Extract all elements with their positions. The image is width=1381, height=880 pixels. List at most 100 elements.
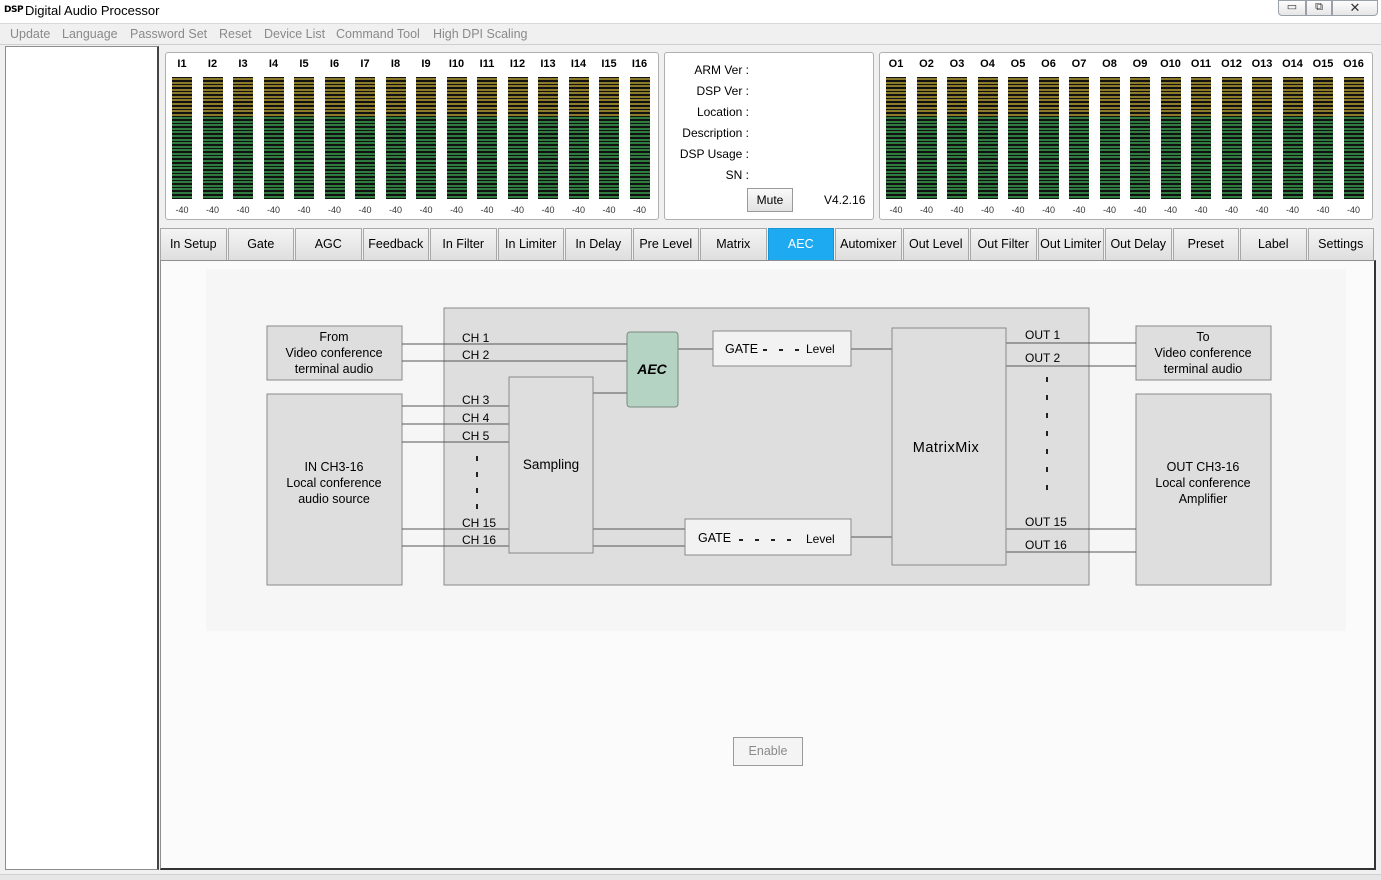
app-logo: DSP [4, 5, 24, 15]
out16-label: OUT 16 [1025, 538, 1067, 552]
ch1-label: CH 1 [462, 331, 490, 345]
input-channel-label: I2 [207, 58, 218, 70]
output-channel-label: O11 [1190, 58, 1212, 70]
menu-password-set[interactable]: Password Set [130, 27, 208, 41]
minimize-button[interactable]: ▭ [1278, 0, 1306, 16]
input-channel-label: I4 [268, 58, 279, 70]
input-channel-label: I8 [390, 58, 401, 70]
sampling-block: Sampling [508, 376, 594, 554]
output-level-meter [1191, 77, 1211, 199]
input-channel-label: I15 [601, 58, 617, 70]
output-level-meter [1099, 77, 1120, 199]
input-level-value: -40 [419, 205, 433, 215]
input-level-value: -40 [602, 205, 616, 215]
svg-text:Local conference: Local conference [1155, 476, 1250, 490]
tab-in-filter[interactable]: In Filter [430, 228, 497, 260]
tab-gate[interactable]: Gate [227, 228, 294, 260]
menu-device-list[interactable]: Device List [264, 27, 326, 41]
output-level-value: -40 [1102, 205, 1116, 215]
ch2-label: CH 2 [462, 348, 490, 362]
output-level-value: -40 [1163, 205, 1177, 215]
tab-automixer[interactable]: Automixer [835, 228, 902, 260]
output-channel-label: O3 [949, 58, 965, 70]
from-video-conference-block: From Video conference terminal audio [266, 325, 403, 381]
output-channel-label: O12 [1221, 58, 1242, 70]
window-title: Digital Audio Processor [25, 3, 160, 18]
arm-version-label: ARM Ver : [694, 63, 749, 77]
ch5-label: CH 5 [462, 429, 490, 443]
close-button[interactable]: ✕ [1332, 0, 1378, 16]
svg-text:Local conference: Local conference [286, 476, 381, 490]
input-channel-label: I6 [329, 58, 340, 70]
tab-preset[interactable]: Preset [1172, 228, 1239, 260]
input-level-meter [385, 77, 406, 199]
menu-reset[interactable]: Reset [219, 27, 252, 41]
output-level-meter [1343, 77, 1364, 199]
ch16-label: CH 16 [462, 533, 496, 547]
output-level-value: -40 [1194, 205, 1208, 215]
out2-label: OUT 2 [1025, 351, 1060, 365]
matrixmix-block: MatrixMix [891, 327, 1007, 566]
menu-update[interactable]: Update [10, 27, 51, 41]
output-level-meter [886, 77, 906, 199]
tab-out-filter[interactable]: Out Filter [970, 228, 1037, 260]
tab-out-limiter[interactable]: Out Limiter [1037, 228, 1104, 260]
input-level-meter [446, 77, 467, 199]
tab-matrix[interactable]: Matrix [700, 228, 767, 260]
output-level-meter [1130, 77, 1150, 199]
input-channel-label: I1 [177, 58, 187, 70]
svg-text:AEC: AEC [636, 361, 667, 377]
menu-language[interactable]: Language [62, 27, 118, 41]
mute-button[interactable]: Mute [747, 188, 793, 212]
svg-text:OUT CH3-16: OUT CH3-16 [1167, 460, 1240, 474]
output-channel-label: O10 [1160, 58, 1181, 70]
tab-out-delay[interactable]: Out Delay [1105, 228, 1172, 260]
tab-agc[interactable]: AGC [295, 228, 362, 260]
tab-feedback[interactable]: Feedback [362, 228, 429, 260]
output-channel-label: O2 [919, 58, 934, 70]
menu-command-tool[interactable]: Command Tool [336, 27, 420, 41]
input-level-meter [507, 77, 528, 199]
tab-settings[interactable]: Settings [1307, 228, 1374, 260]
tab-label[interactable]: Label [1240, 228, 1307, 260]
input-level-value: -40 [358, 205, 372, 215]
tab-out-level[interactable]: Out Level [902, 228, 969, 260]
title-bar: DSP Digital Audio Processor ▭ ⧉ ✕ [0, 0, 1381, 24]
output-channel-label: O6 [1041, 58, 1056, 70]
tab-pre-level[interactable]: Pre Level [632, 228, 699, 260]
svg-text:terminal audio: terminal audio [1164, 362, 1243, 376]
output-level-meter [1313, 77, 1333, 199]
tab-in-setup[interactable]: In Setup [160, 228, 227, 260]
input-channel-label: I14 [570, 58, 587, 70]
description-label: Description : [682, 126, 749, 140]
input-level-meter [233, 77, 253, 199]
maximize-button[interactable]: ⧉ [1306, 0, 1332, 16]
input-level-meter [355, 77, 375, 199]
output-level-value: -40 [980, 205, 994, 215]
tab-in-limiter[interactable]: In Limiter [497, 228, 564, 260]
tab-aec[interactable]: AEC [767, 228, 834, 260]
input-level-meter [416, 77, 436, 199]
output-channel-label: O15 [1312, 58, 1334, 70]
enable-aec-button[interactable]: Enable [733, 737, 803, 766]
output-channel-label: O1 [888, 58, 904, 70]
output-level-meter [1069, 77, 1089, 199]
output-level-value: -40 [1041, 205, 1055, 215]
input-level-value: -40 [571, 205, 585, 215]
input-level-meter [477, 77, 497, 199]
input-level-value: -40 [541, 205, 555, 215]
svg-text:audio source: audio source [298, 492, 370, 506]
menu-high-dpi-scaling[interactable]: High DPI Scaling [433, 27, 528, 41]
svg-text:Amplifier: Amplifier [1179, 492, 1228, 506]
input-level-meter [202, 77, 223, 199]
dsp-usage-label: DSP Usage : [679, 147, 749, 161]
input-level-value: -40 [480, 205, 494, 215]
svg-text:Video conference: Video conference [1154, 346, 1251, 360]
tab-in-delay[interactable]: In Delay [565, 228, 632, 260]
input-level-meter [172, 77, 192, 199]
svg-text:Level: Level [806, 342, 835, 356]
output-level-meter [1008, 77, 1028, 199]
device-list-panel[interactable] [5, 46, 159, 870]
